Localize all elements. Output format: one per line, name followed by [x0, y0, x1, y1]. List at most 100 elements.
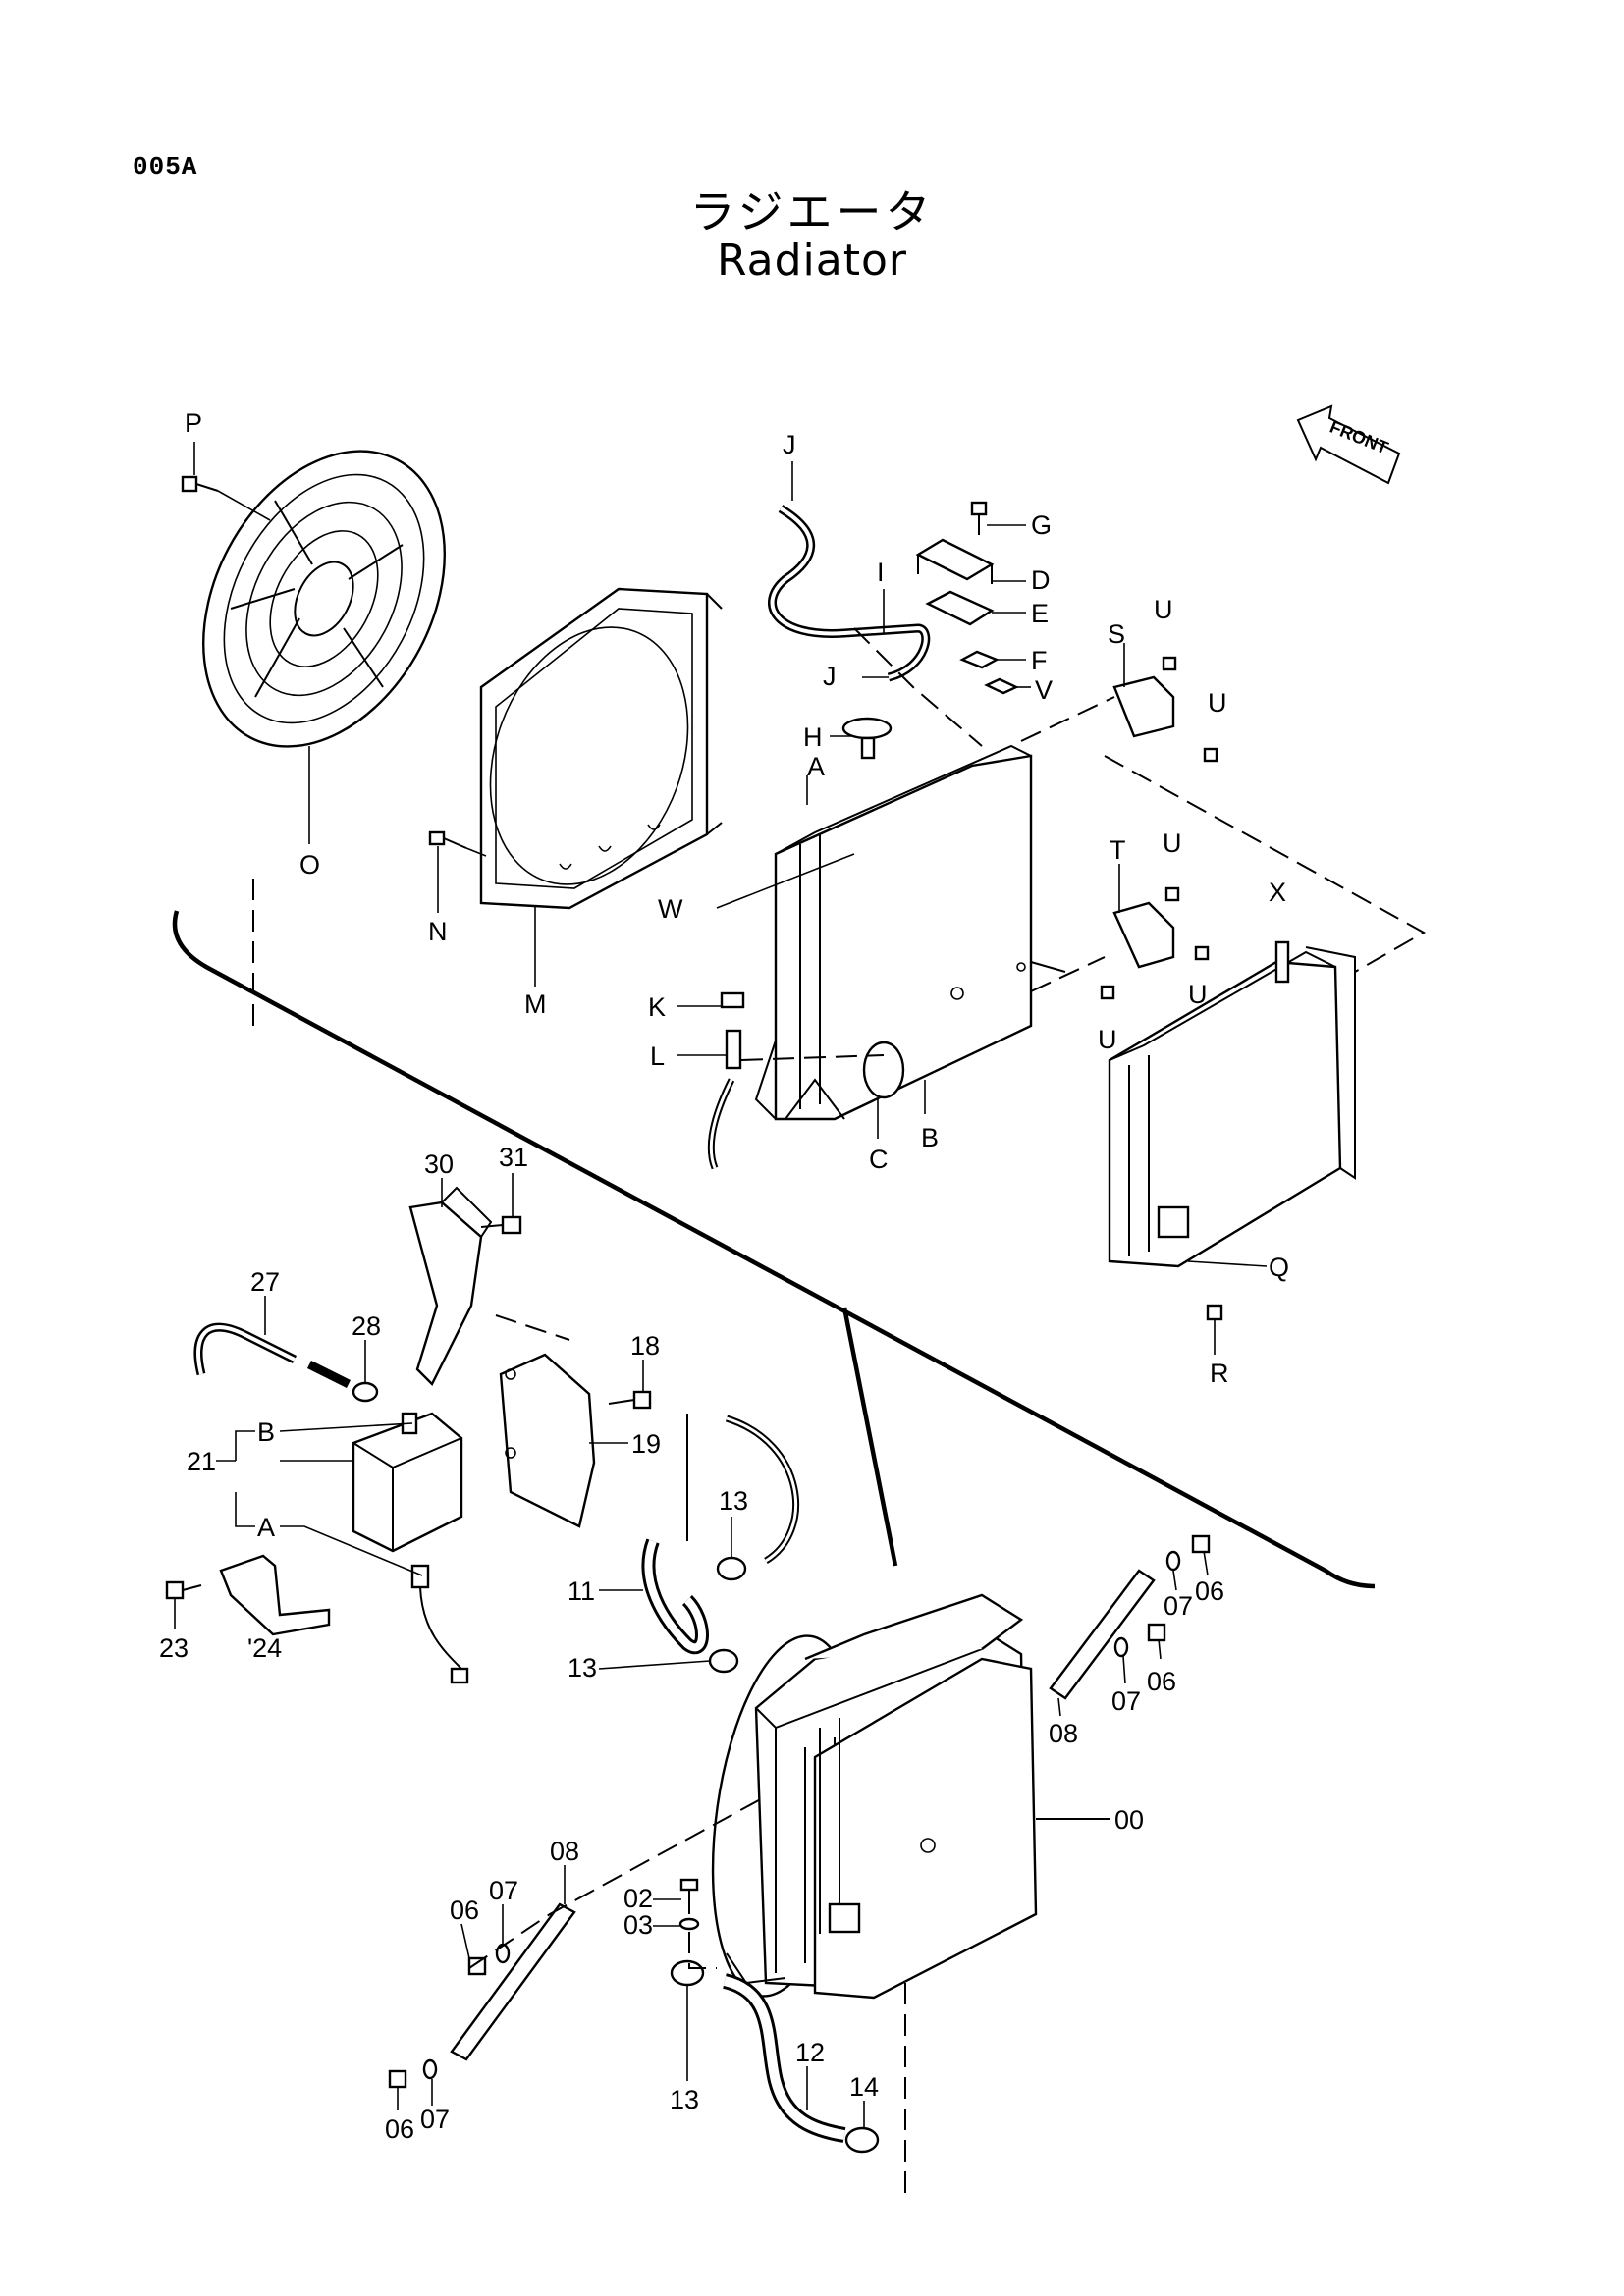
callout-d: D [1031, 565, 1051, 595]
section-divider-leader [841, 1307, 898, 1567]
bolt-part-02 [679, 1878, 699, 1914]
bolt-part-31 [480, 1215, 522, 1235]
callout-13-bottom: 13 [670, 2085, 699, 2114]
callout-u-5: U [1098, 1025, 1117, 1054]
callout-28: 28 [352, 1311, 381, 1341]
bracket-part-30 [408, 1186, 493, 1387]
callout-h: H [803, 722, 823, 752]
reserve-tank-part-21 [352, 1412, 469, 1684]
callout-b: B [921, 1123, 939, 1152]
drain-hose-part-l [707, 1029, 742, 1170]
bracket-part-24 [219, 1554, 331, 1636]
callout-g: G [1031, 510, 1052, 540]
callout-18: 18 [630, 1331, 660, 1361]
callout-u-2: U [1208, 688, 1227, 718]
callout-07-left-bottom: 07 [420, 2105, 450, 2134]
callout-n: N [428, 917, 448, 946]
mount-plate-part-19 [499, 1353, 596, 1528]
bolt-part-23 [165, 1580, 202, 1600]
callout-14: 14 [849, 2072, 879, 2102]
callout-v: V [1035, 675, 1053, 705]
oil-cooler-part-q [1108, 940, 1356, 1268]
callout-06-right-top: 06 [1195, 1576, 1224, 1606]
callout-30: 30 [424, 1149, 454, 1179]
clip-part-f [959, 650, 1000, 669]
callout-23: 23 [159, 1633, 189, 1663]
bracket-part-e [925, 590, 995, 626]
callout-o: O [299, 850, 320, 880]
callout-w: W [658, 894, 683, 924]
radiator-cap-part-h [841, 717, 893, 760]
callout-13-top: 13 [719, 1486, 748, 1516]
washer-part-07 [422, 1550, 1181, 2080]
bracket-part-d [915, 538, 995, 584]
callout-i: I [877, 558, 885, 587]
callout-03: 03 [623, 1910, 653, 1940]
callout-sub-b: B [257, 1417, 275, 1447]
bolt-part-18 [608, 1390, 652, 1410]
callout-p: P [185, 408, 202, 438]
callout-00: 00 [1114, 1805, 1144, 1835]
callout-08-left: 08 [550, 1837, 579, 1866]
callout-u-3: U [1163, 828, 1182, 858]
hose-part-12 [722, 1973, 846, 2143]
callout-06-right-mid: 06 [1147, 1667, 1176, 1696]
front-arrow-label: FRONT [1327, 417, 1391, 458]
hose-part-i [768, 505, 931, 682]
bracket-part-s [1112, 675, 1175, 738]
callout-r: R [1210, 1359, 1229, 1388]
stay-part-08 [450, 1569, 1156, 2061]
callout-19: 19 [631, 1429, 661, 1459]
fan-guard-part-o [202, 450, 446, 748]
callout-08-right: 08 [1049, 1719, 1078, 1748]
callout-a: A [807, 752, 825, 781]
bolt-part-n [428, 830, 487, 857]
callout-e: E [1031, 599, 1049, 628]
callout-s: S [1108, 619, 1125, 649]
callout-m: M [524, 989, 547, 1019]
callout-06-left-bottom: 06 [385, 2114, 414, 2144]
washer-part-03 [678, 1917, 700, 1931]
hose-clamp-part-14 [844, 2126, 880, 2154]
radiator-core-part-b [754, 744, 1066, 1121]
bolt-part-g [970, 501, 988, 535]
callout-j-top: J [783, 430, 796, 459]
drain-fitting-part-k [720, 991, 745, 1009]
bolt-part-p [181, 475, 271, 521]
callout-21: 21 [187, 1447, 216, 1476]
callout-06-left-top: 06 [450, 1896, 479, 1925]
bolt-part-06 [388, 1534, 1211, 2089]
bracket-part-t [1112, 901, 1175, 969]
bolt-part-r [1206, 1304, 1223, 1321]
bolt-part-u [1100, 656, 1218, 1000]
callout-12: 12 [795, 2038, 825, 2067]
callout-u-1: U [1154, 595, 1173, 624]
callout-07-right-mid: 07 [1111, 1686, 1141, 1716]
front-arrow-icon: FRONT [1296, 404, 1401, 485]
callout-x: X [1269, 878, 1286, 907]
callout-l: L [650, 1041, 665, 1071]
callout-u-4: U [1188, 980, 1208, 1009]
clamp-part-28 [352, 1381, 379, 1403]
radiator-assembly-part-00 [711, 1593, 1110, 2000]
plate-part-v [984, 677, 1019, 695]
callout-24: '24 [247, 1633, 282, 1663]
callout-13-mid: 13 [568, 1653, 597, 1682]
page-title-english: Radiator [717, 236, 907, 286]
page-title-japanese: ラジエータ [689, 186, 935, 239]
callout-c: C [869, 1145, 889, 1174]
callout-q: Q [1269, 1253, 1289, 1282]
page-code: 005A [133, 152, 198, 182]
callout-f: F [1031, 646, 1048, 675]
section-divider-curve [172, 910, 1376, 1589]
callout-j-mid: J [823, 662, 837, 691]
callout-sub-a: A [257, 1513, 275, 1542]
callout-k: K [648, 992, 666, 1022]
callout-31: 31 [499, 1143, 528, 1172]
callout-27: 27 [250, 1267, 280, 1297]
fan-shroud-part-m [479, 587, 723, 910]
callout-11: 11 [568, 1576, 595, 1606]
callout-07-left-top: 07 [489, 1876, 518, 1905]
callout-t: T [1110, 835, 1126, 865]
